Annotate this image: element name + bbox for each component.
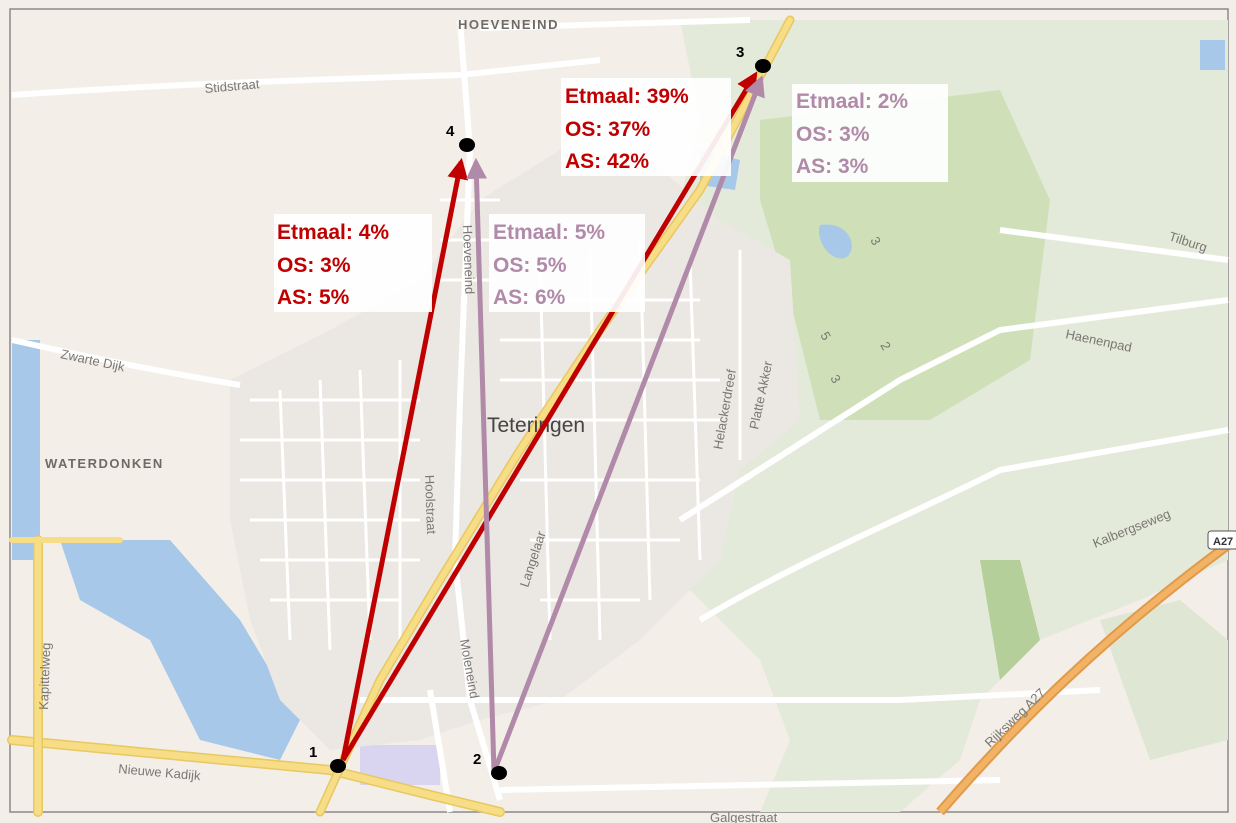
route-1-4-as: AS: 5% [277, 286, 350, 309]
point-3-marker [755, 59, 771, 73]
route-1-4-os: OS: 3% [277, 254, 351, 277]
point-2-label: 2 [473, 751, 481, 768]
label-nieuwe-kadijk: Nieuwe Kadijk [118, 761, 202, 783]
route-2-3-os: OS: 3% [796, 123, 870, 146]
label-hoolstraat: Hoolstraat [422, 475, 439, 535]
label-hoeveneind: HOEVENEIND [458, 17, 559, 32]
point-1-marker [330, 759, 346, 773]
arrow-route-2-to-3 [491, 75, 765, 773]
highway-a27 [936, 540, 1231, 816]
arrow-route-1-to-3 [340, 71, 758, 762]
main-roads [7, 15, 795, 817]
route-1-3-as: AS: 42% [565, 150, 649, 173]
route-2-4-os: OS: 5% [493, 254, 567, 277]
annotation-route-1-to-3: Etmaal: 39% OS: 37% AS: 42% [561, 78, 731, 176]
arrow-route-1-to-4 [340, 157, 469, 761]
route-2-4-etmaal: Etmaal: 5% [493, 221, 605, 244]
label-galgestraat: Galgestraat [710, 810, 778, 823]
label-hoeveneind-street: Hoeveneind [460, 225, 477, 295]
point-4-marker [459, 138, 475, 152]
highway-shield: A27 [1207, 530, 1236, 550]
route-2-3-as: AS: 3% [796, 155, 869, 178]
arrow-route-2-to-4 [466, 157, 497, 773]
label-waterdonken: WATERDONKEN [45, 456, 164, 471]
annotation-route-1-to-4: Etmaal: 4% OS: 3% AS: 5% [274, 214, 432, 312]
route-2-4-as: AS: 6% [493, 286, 566, 309]
point-1-label: 1 [309, 744, 317, 761]
highway-shield-label: A27 [1213, 536, 1233, 548]
annotation-route-2-to-4: Etmaal: 5% OS: 5% AS: 6% [489, 214, 645, 312]
label-teteringen: Teteringen [487, 414, 585, 437]
route-1-4-etmaal: Etmaal: 4% [277, 221, 389, 244]
label-stidstraat: Stidstraat [204, 76, 260, 96]
route-1-3-etmaal: Etmaal: 39% [565, 85, 689, 108]
point-2-marker [491, 766, 507, 780]
secondary-roads [11, 17, 1229, 813]
label-kapittelweg: Kapittelweg [36, 642, 53, 710]
annotation-route-2-to-3: Etmaal: 2% OS: 3% AS: 3% [792, 84, 948, 182]
route-1-3-os: OS: 37% [565, 118, 651, 141]
point-3-label: 3 [736, 44, 744, 61]
point-markers: 1 2 3 4 [309, 44, 771, 780]
route-2-3-etmaal: Etmaal: 2% [796, 90, 908, 113]
route-arrows [340, 71, 765, 773]
point-4-label: 4 [446, 123, 455, 140]
